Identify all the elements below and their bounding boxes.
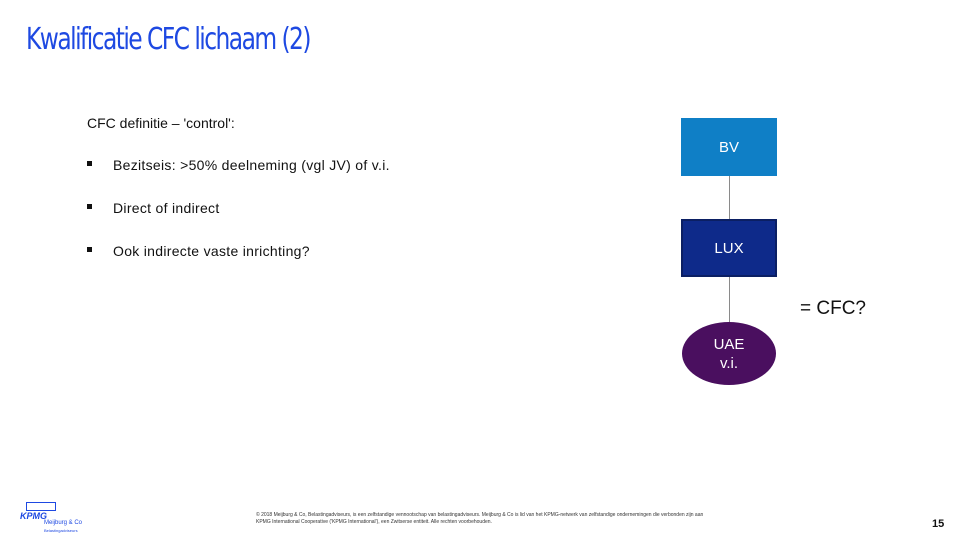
lux-entity-box: LUX	[681, 219, 777, 277]
kpmg-logo-text: KPMG	[20, 511, 47, 521]
bullet-text: Ook indirecte vaste inrichting?	[113, 243, 310, 259]
bullet-item: Ook indirecte vaste inrichting?	[86, 243, 390, 264]
intro-text: CFC definitie – 'control':	[87, 115, 235, 131]
firm-name: Meijburg & Co	[44, 520, 83, 526]
bullet-list: Bezitseis: >50% deelneming (vgl JV) of v…	[86, 157, 390, 286]
lux-label: LUX	[714, 239, 744, 257]
connector-lux-uae	[729, 277, 730, 325]
kpmg-logo: KPMG Meijburg & Co Belastingadviseurs	[20, 502, 100, 536]
bullet-text: Direct of indirect	[113, 200, 220, 216]
connector-bv-lux	[729, 176, 730, 219]
uae-sublabel: v.i.	[719, 354, 739, 372]
bullet-item: Bezitseis: >50% deelneming (vgl JV) of v…	[86, 157, 390, 178]
bv-label: BV	[718, 138, 739, 156]
uae-label: UAE	[713, 335, 745, 353]
page-number: 15	[932, 518, 945, 530]
kpmg-logo-mark-icon	[26, 502, 56, 511]
slide-title: Kwalificatie CFC lichaam (2)	[26, 22, 311, 57]
bv-entity-box: BV	[681, 118, 777, 176]
bullet-item: Direct of indirect	[86, 200, 390, 221]
bullet-text: Bezitseis: >50% deelneming (vgl JV) of v…	[113, 157, 390, 173]
bullet-square-icon	[87, 161, 92, 166]
cfc-question-label: = CFC?	[800, 298, 866, 319]
firm-tagline: Belastingadviseurs	[44, 528, 78, 533]
bullet-square-icon	[87, 204, 92, 209]
bullet-square-icon	[87, 247, 92, 252]
legal-footer: © 2018 Meijburg & Co, Belastingadviseurs…	[256, 512, 704, 525]
uae-entity-circle: UAE v.i.	[682, 322, 776, 385]
